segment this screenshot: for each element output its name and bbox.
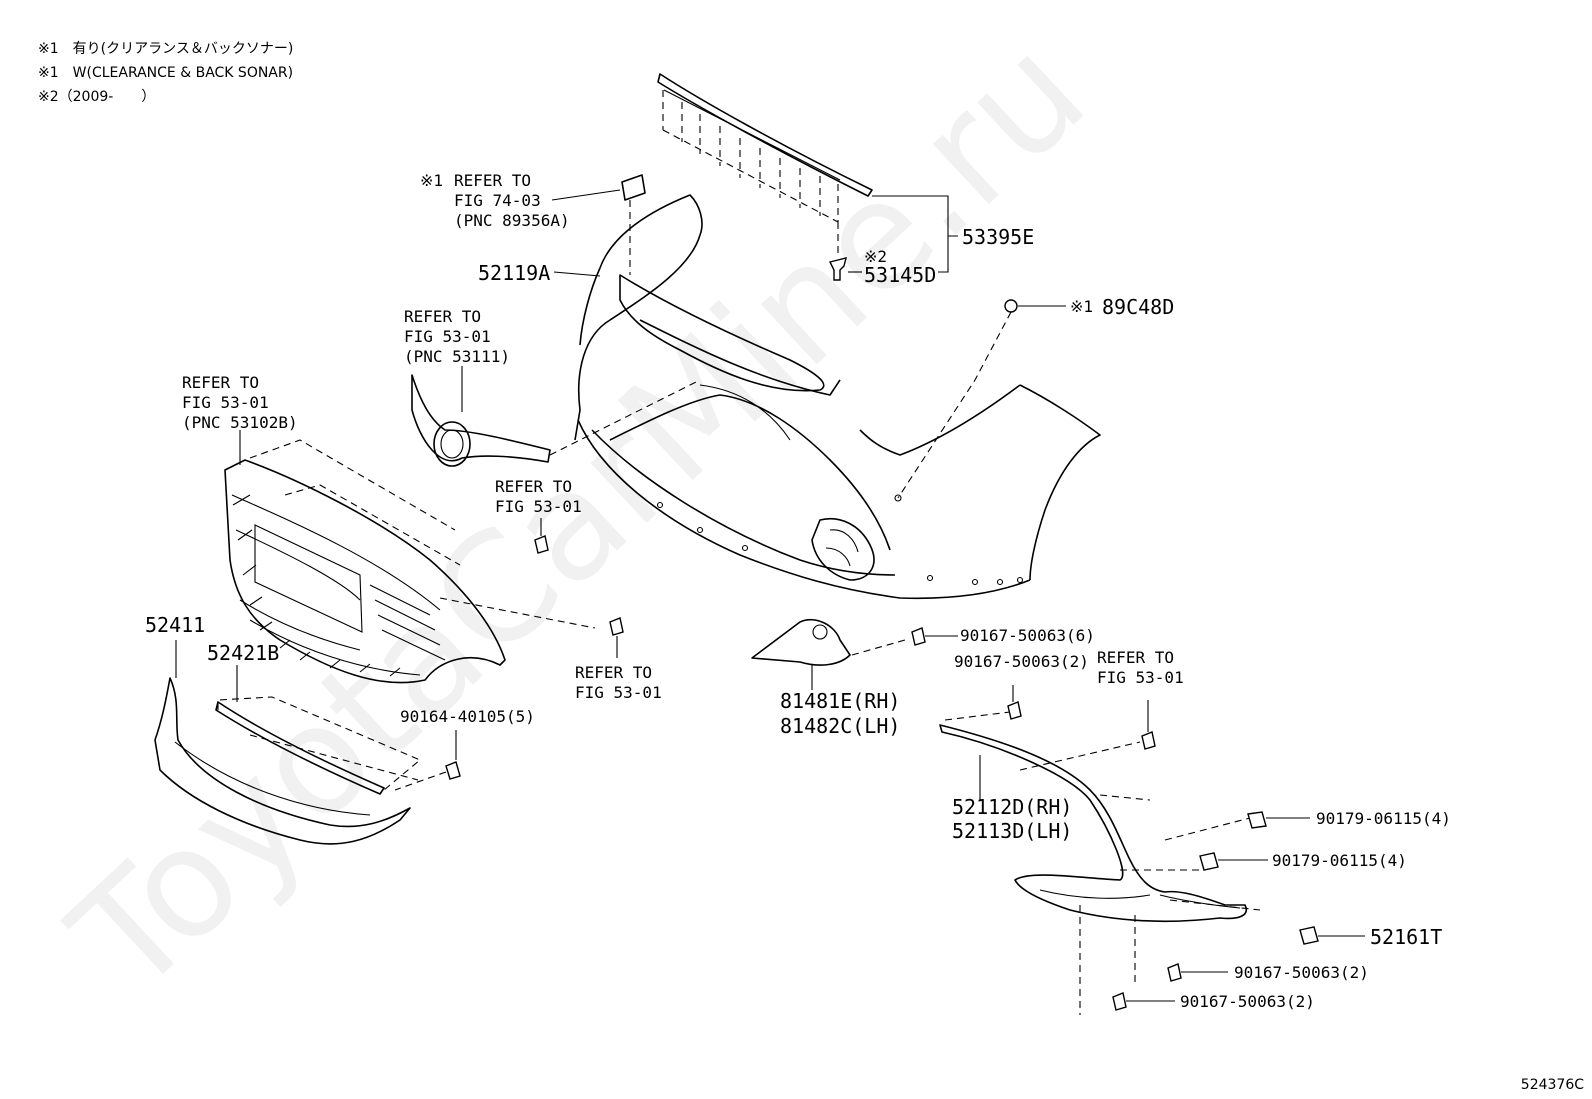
sonar-sensor-89C48D [897,299,1018,499]
bracket-81481E-81482C [751,618,906,690]
label-81482C: 81482C(LH) [780,714,900,738]
label-ref5301c-1: REFER TO [1097,648,1174,667]
screw-90167-50063-2a [1007,685,1022,720]
upper-moulding-strip-53395E [657,73,873,223]
label-ref7403-2: FIG 74-03 [454,191,541,210]
label-ref53102B-3: (PNC 53102B) [182,413,298,432]
label-ref7403-3: (PNC 89356A) [454,211,570,230]
label-ref53111-1: REFER TO [404,307,481,326]
label-52113D: 52113D(LH) [952,819,1072,843]
label-ref5301a-2: FIG 53-01 [495,497,582,516]
label-52119A: 52119A [478,261,550,285]
label-89C48D-mark: ※1 [1070,297,1093,316]
label-53395E: 53395E [962,225,1034,249]
leader-ref7403 [551,189,621,201]
screw-90167-50063-2b [1167,963,1228,982]
leader-52119A [553,271,601,277]
moulding-52421B [215,665,422,795]
bolt-90164-40105 [394,730,461,791]
watermark: ToyotaCarMine.ru [40,5,1118,1027]
bumper-cover-52119A [574,194,1101,600]
sensor-cap-89356A [621,174,646,275]
label-89C48D: 89C48D [1102,295,1174,319]
label-ref53102B-2: FIG 53-01 [182,393,269,412]
label-ref7403-mark: ※1 [420,171,443,190]
label-ref53102B-1: REFER TO [182,373,259,392]
label-ref5301a-1: REFER TO [495,477,572,496]
label-ref53111-2: FIG 53-01 [404,327,491,346]
label-ref5301b-1: REFER TO [575,663,652,682]
label-52411: 52411 [145,613,205,637]
label-ref5301b-2: FIG 53-01 [575,683,662,702]
nut-90179-06115-b [1199,852,1268,871]
screw-52161T [1299,926,1365,945]
label-90179-06115-a: 90179-06115(4) [1316,809,1451,828]
label-90167-50063-2a: 90167-50063(2) [954,652,1089,671]
label-90164-40105: 90164-40105(5) [400,707,535,726]
screw-refer-5301 [1141,700,1156,750]
figure-reference: 524376C [1520,1077,1584,1093]
lower-spoiler-52411 [154,640,411,845]
label-52421B: 52421B [207,641,279,665]
side-bracket-52112D-52113D [939,711,1261,1015]
radiator-grille-53102B [224,439,596,684]
nut-90179-06115-a [1247,811,1310,829]
grille-clip-upper [534,518,549,554]
label-ref53111-3: (PNC 53111) [404,347,510,366]
label-52112D: 52112D(RH) [952,795,1072,819]
label-53145D-mark: ※2 [864,247,887,266]
grille-clip-lower [609,617,624,658]
label-90167-50063-2c: 90167-50063(2) [1180,992,1315,1011]
label-ref5301c-2: FIG 53-01 [1097,668,1184,687]
emblem-bracket-53111 [411,374,701,467]
label-90167-50063-6: 90167-50063(6) [960,626,1095,645]
label-53145D: 53145D [864,263,936,287]
note-1-en: ※1 W(CLEARANCE & BACK SONAR) [38,65,294,81]
label-52161T: 52161T [1370,925,1442,949]
label-81481E: 81481E(RH) [780,689,900,713]
clip-53145D [828,222,847,281]
note-2: ※2（2009- ） [38,89,156,105]
label-90179-06115-b: 90179-06115(4) [1272,851,1407,870]
leader-53395E [872,195,958,273]
screw-90167-50063-6 [911,627,958,646]
note-1-jp: ※1 有り(クリアランス＆バックソナー) [38,41,294,57]
label-90167-50063-2b: 90167-50063(2) [1234,963,1369,982]
screw-90167-50063-2c [1112,992,1175,1011]
label-ref7403-1: REFER TO [454,171,531,190]
